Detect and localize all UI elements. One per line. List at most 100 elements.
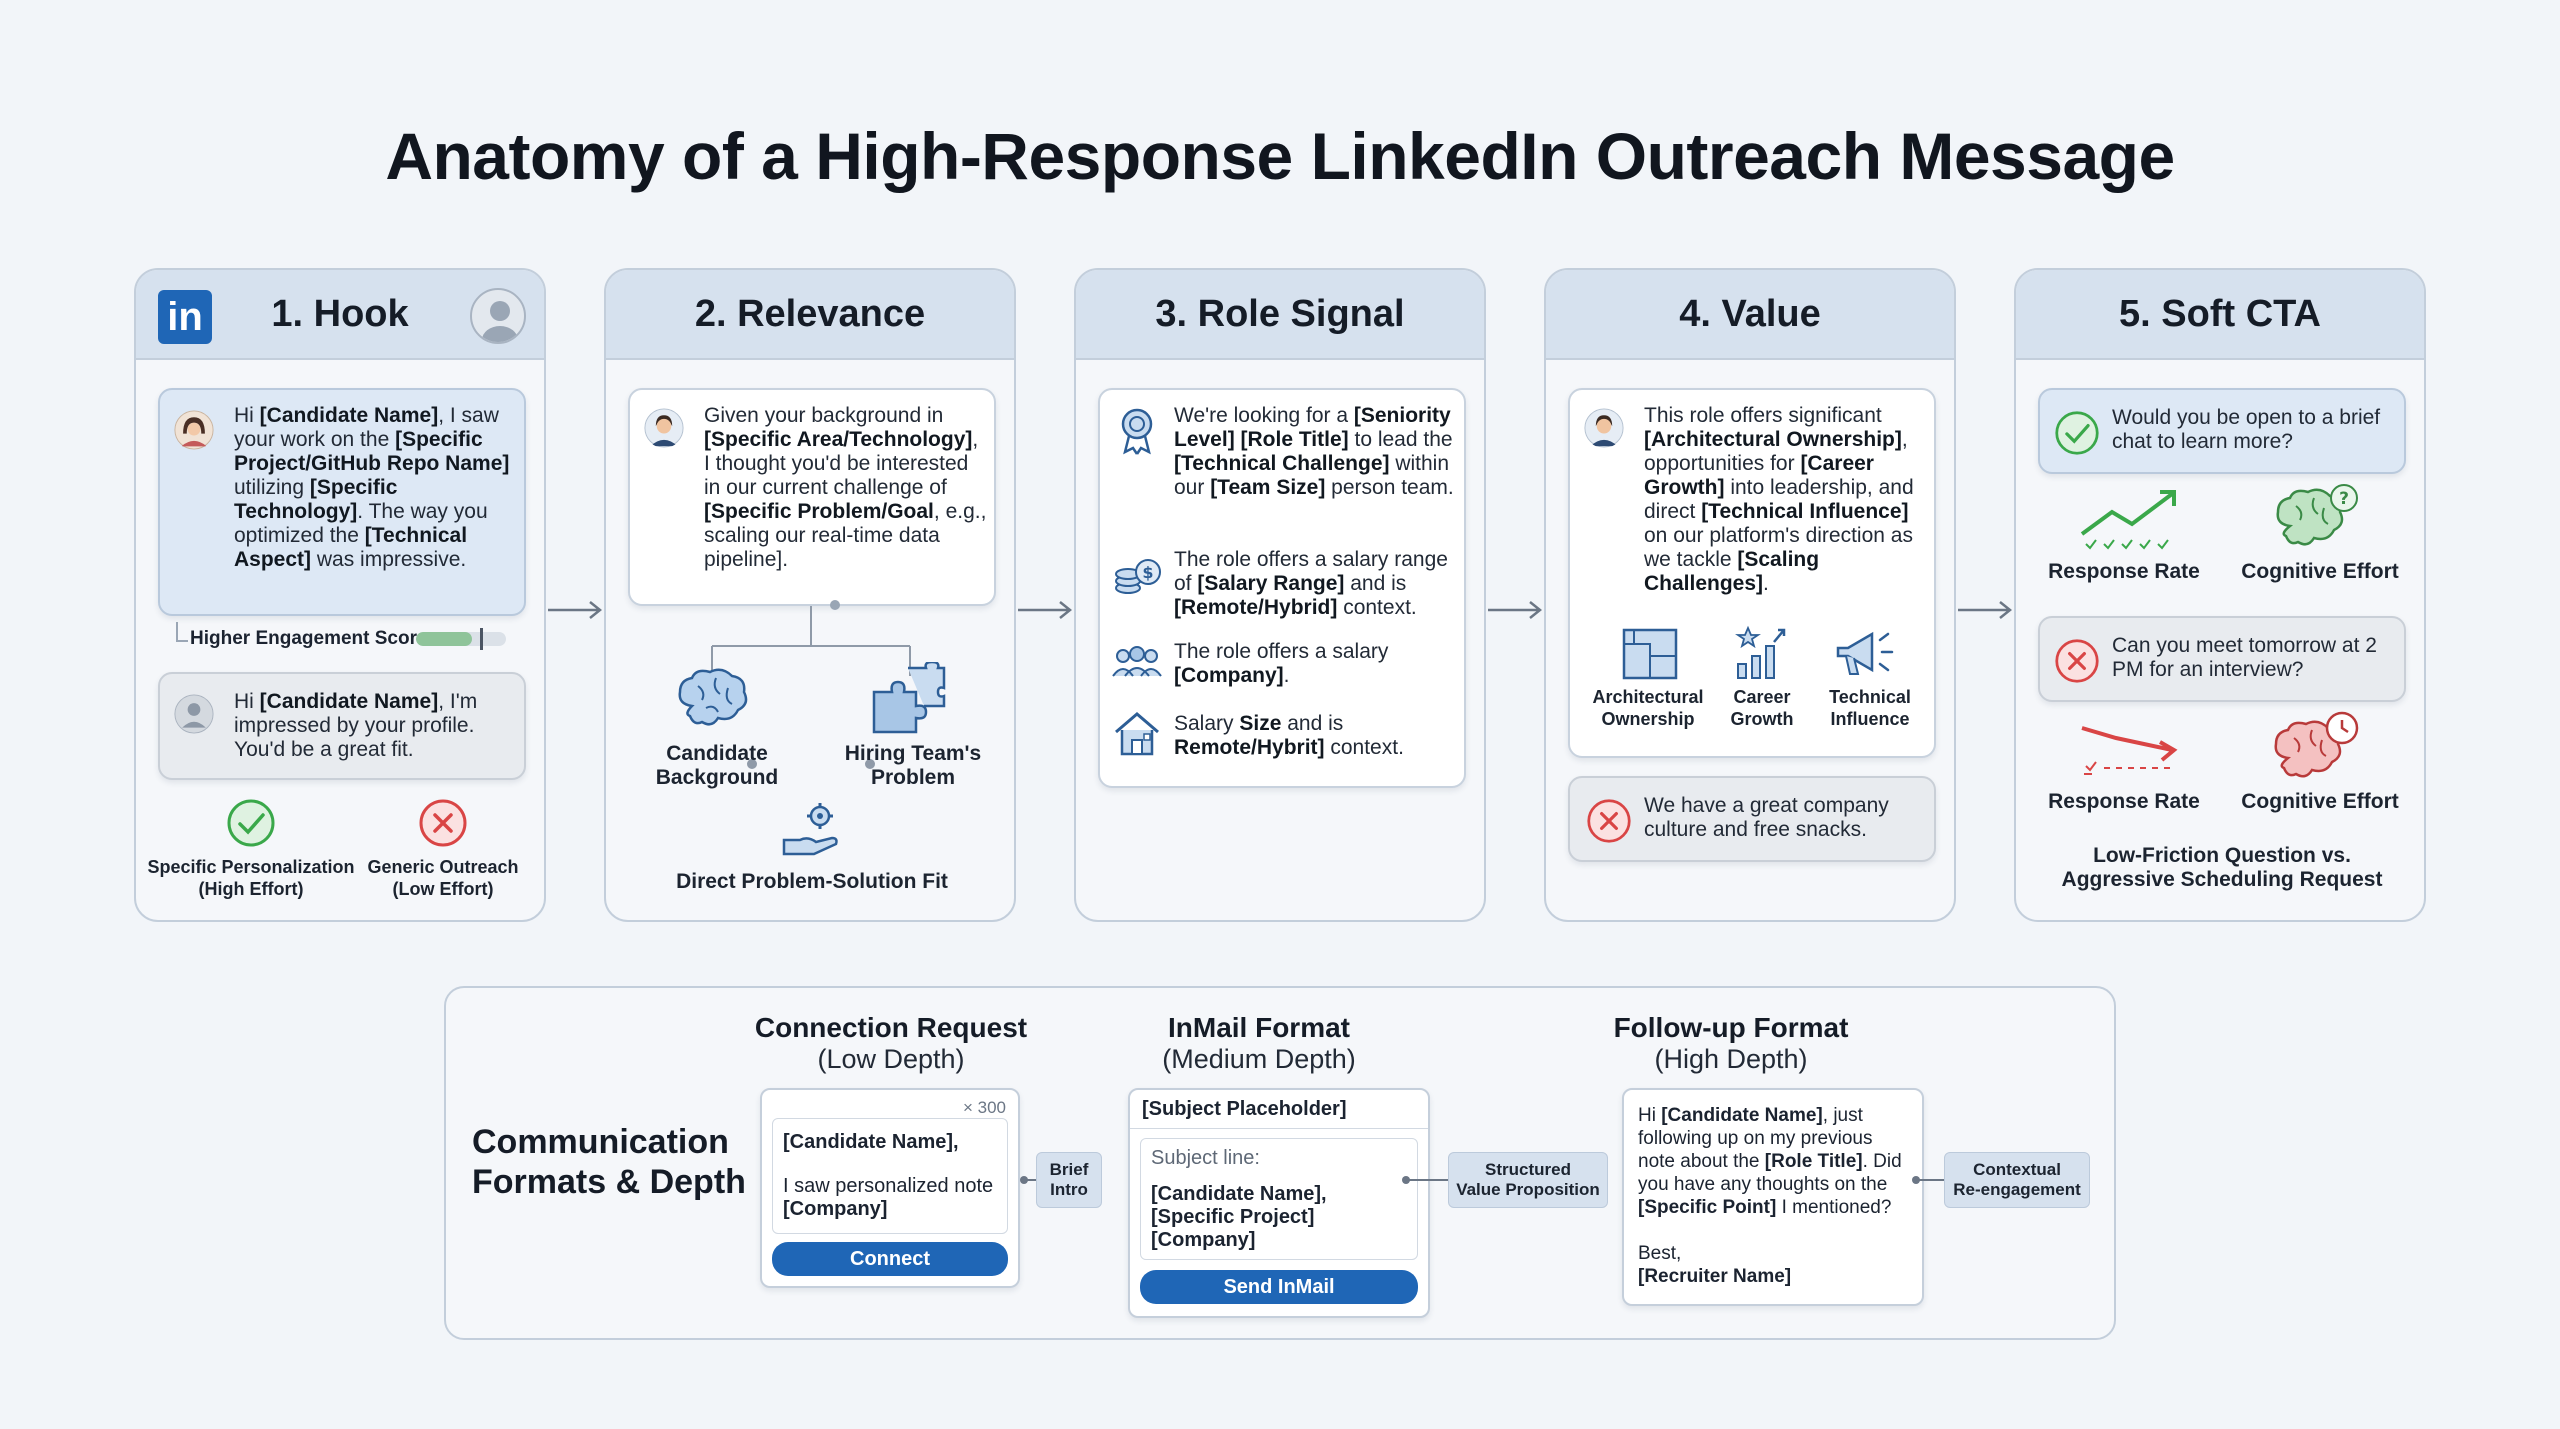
connection-request-card: × 300 [Candidate Name], I saw personaliz… <box>760 1088 1020 1288</box>
subject-placeholder: [Subject Placeholder] <box>1142 1098 1347 1120</box>
svg-text:$: $ <box>1142 563 1153 582</box>
response-rate-label: Response Rate <box>2048 560 2200 583</box>
cognitive-effort-label: Cognitive Effort <box>2241 560 2399 583</box>
growth-chart-icon <box>1735 625 1786 679</box>
award-badge-icon <box>1121 408 1153 455</box>
role-signal-item: We're looking for a [Seniority Level] [R… <box>1174 404 1454 499</box>
relevance-panel-header: 2. Relevance <box>606 270 1014 360</box>
candidate-background-label: Candidate Background <box>655 742 779 789</box>
svg-text:?: ? <box>2339 489 2349 509</box>
money-icon: $ <box>1115 559 1161 594</box>
role-signal-panel-header: 3. Role Signal <box>1076 270 1484 360</box>
weak-value-text: We have a great company culture and free… <box>1644 794 1889 841</box>
hiring-team-problem-label: Hiring Team's Problem <box>844 742 982 789</box>
personalized-message-text: Hi [Candidate Name], I saw your work on … <box>234 404 510 571</box>
role-signal-heading: 3. Role Signal <box>1155 292 1405 335</box>
role-signal-item: The role offers a salary range of [Salar… <box>1174 548 1448 619</box>
role-signal-card: We're looking for a [Seniority Level] [R… <box>1098 388 1466 788</box>
send-inmail-button[interactable]: Send InMail <box>1140 1270 1418 1304</box>
inmail-body-field: Subject line: [Candidate Name],[Specific… <box>1140 1138 1418 1260</box>
inmail-format-title: InMail Format <box>1167 1012 1350 1043</box>
value-message-text: This role offers significant [Architectu… <box>1644 404 1914 595</box>
check-icon <box>227 799 275 847</box>
connector-lines <box>711 606 911 676</box>
role-signal-item: Salary Size and is Remote/Hybrit] contex… <box>1174 712 1404 759</box>
generic-outreach-label: Generic Outreach(Low Effort) <box>367 857 519 899</box>
cross-icon <box>419 799 467 847</box>
cross-icon <box>2055 639 2099 683</box>
soft-cta-good-text: Would you be open to a brief chat to lea… <box>2112 406 2381 453</box>
connection-note-field: [Candidate Name], I saw personalized not… <box>772 1118 1008 1234</box>
soft-cta-panel-header: 5. Soft CTA <box>2016 270 2424 360</box>
handshake-gear-icon <box>782 803 838 856</box>
connection-request-title: Connection Request <box>754 1012 1028 1043</box>
engagement-score-label: Higher Engagement Score <box>190 628 428 649</box>
response-rate-label: Response Rate <box>2048 790 2200 813</box>
brain-question-icon: ? <box>2276 484 2358 546</box>
relevance-message-text: Given your background in [Specific Area/… <box>704 404 987 571</box>
check-icon <box>2055 411 2099 455</box>
hook-panel-header: in 1. Hook <box>136 270 544 360</box>
arrow-icon <box>1488 601 1543 619</box>
brain-icon <box>678 668 748 726</box>
soft-cta-good-card: Would you be open to a brief chat to lea… <box>2038 388 2406 474</box>
arrow-icon <box>548 601 603 619</box>
format-connectors <box>1020 1176 1944 1184</box>
house-icon <box>1115 712 1159 756</box>
inmail-format-subtitle: (Medium Depth) <box>1162 1044 1356 1074</box>
generic-message-card: Hi [Candidate Name], I'm impressed by yo… <box>158 672 526 780</box>
female-avatar-icon <box>174 410 214 450</box>
personalized-message-card: Hi [Candidate Name], I saw your work on … <box>158 388 526 616</box>
followup-card: Hi [Candidate Name], just following up o… <box>1622 1088 1924 1306</box>
arrow-icon <box>1018 601 1073 619</box>
value-message-card: This role offers significant [Architectu… <box>1568 388 1936 758</box>
role-signal-panel: 3. Role Signal We're looking for a [Seni… <box>1074 268 1486 922</box>
male-avatar-icon <box>1584 408 1624 448</box>
role-signal-item: The role offers a salary [Company]. <box>1174 640 1389 687</box>
soft-cta-heading: 5. Soft CTA <box>2119 292 2321 335</box>
connect-button[interactable]: Connect <box>772 1242 1008 1276</box>
falling-trend-icon <box>2081 726 2178 775</box>
followup-format-subtitle: (High Depth) <box>1654 1044 1808 1074</box>
followup-format-title: Follow-up Format <box>1613 1012 1849 1043</box>
relevance-heading: 2. Relevance <box>694 292 926 335</box>
relevance-panel: 2. Relevance Given your background in [S… <box>604 268 1016 922</box>
blueprint-icon <box>1622 628 1678 680</box>
linkedin-logo-icon: in <box>158 290 212 344</box>
connection-request-subtitle: (Low Depth) <box>817 1044 965 1074</box>
cta-caption: Low-Friction Question vs.Aggressive Sche… <box>2061 844 2383 891</box>
arrow-icon <box>1958 601 2013 619</box>
hook-heading: 1. Hook <box>271 292 409 335</box>
weak-value-card: We have a great company culture and free… <box>1568 776 1936 862</box>
page-title: Anatomy of a High-Response LinkedIn Outr… <box>385 119 2175 193</box>
value-panel: 4. Value This role offers significant [A… <box>1544 268 1956 922</box>
architectural-ownership-label: Architectural Ownership <box>1592 687 1704 729</box>
soft-cta-panel: 5. Soft CTA Would you be open to a brief… <box>2014 268 2426 922</box>
relevance-message-card: Given your background in [Specific Area/… <box>628 388 996 610</box>
brain-clock-icon <box>2274 711 2359 778</box>
megaphone-icon <box>1836 631 1894 675</box>
profile-avatar-icon <box>470 288 526 344</box>
followup-signature: Best, [Recruiter Name] <box>1638 1243 1792 1287</box>
male-avatar-icon <box>644 408 684 448</box>
soft-cta-bad-text: Can you meet tomorrow at 2 PM for an int… <box>2112 634 2377 681</box>
rising-trend-icon <box>2080 490 2176 550</box>
generic-message-text: Hi [Candidate Name], I'm impressed by yo… <box>234 690 478 761</box>
followup-message-text: Hi [Candidate Name], just following up o… <box>1638 1105 1902 1218</box>
engagement-score: Higher Engagement Score <box>176 622 536 652</box>
career-growth-label: Career Growth <box>1730 687 1794 729</box>
soft-cta-bad-card: Can you meet tomorrow at 2 PM for an int… <box>2038 616 2406 702</box>
connector-dots <box>747 759 875 769</box>
hook-panel: in 1. Hook Hi [Candidate Name], I saw yo… <box>134 268 546 922</box>
problem-solution-fit-label: Direct Problem-Solution Fit <box>676 870 948 893</box>
engagement-score-bar <box>416 632 506 646</box>
inmail-card: [Subject Placeholder] Subject line: [Can… <box>1128 1088 1430 1318</box>
value-heading: 4. Value <box>1679 292 1821 335</box>
technical-influence-label: Technical Influence <box>1829 687 1911 729</box>
specific-personalization-label: Specific Personalization(High Effort) <box>147 857 355 899</box>
